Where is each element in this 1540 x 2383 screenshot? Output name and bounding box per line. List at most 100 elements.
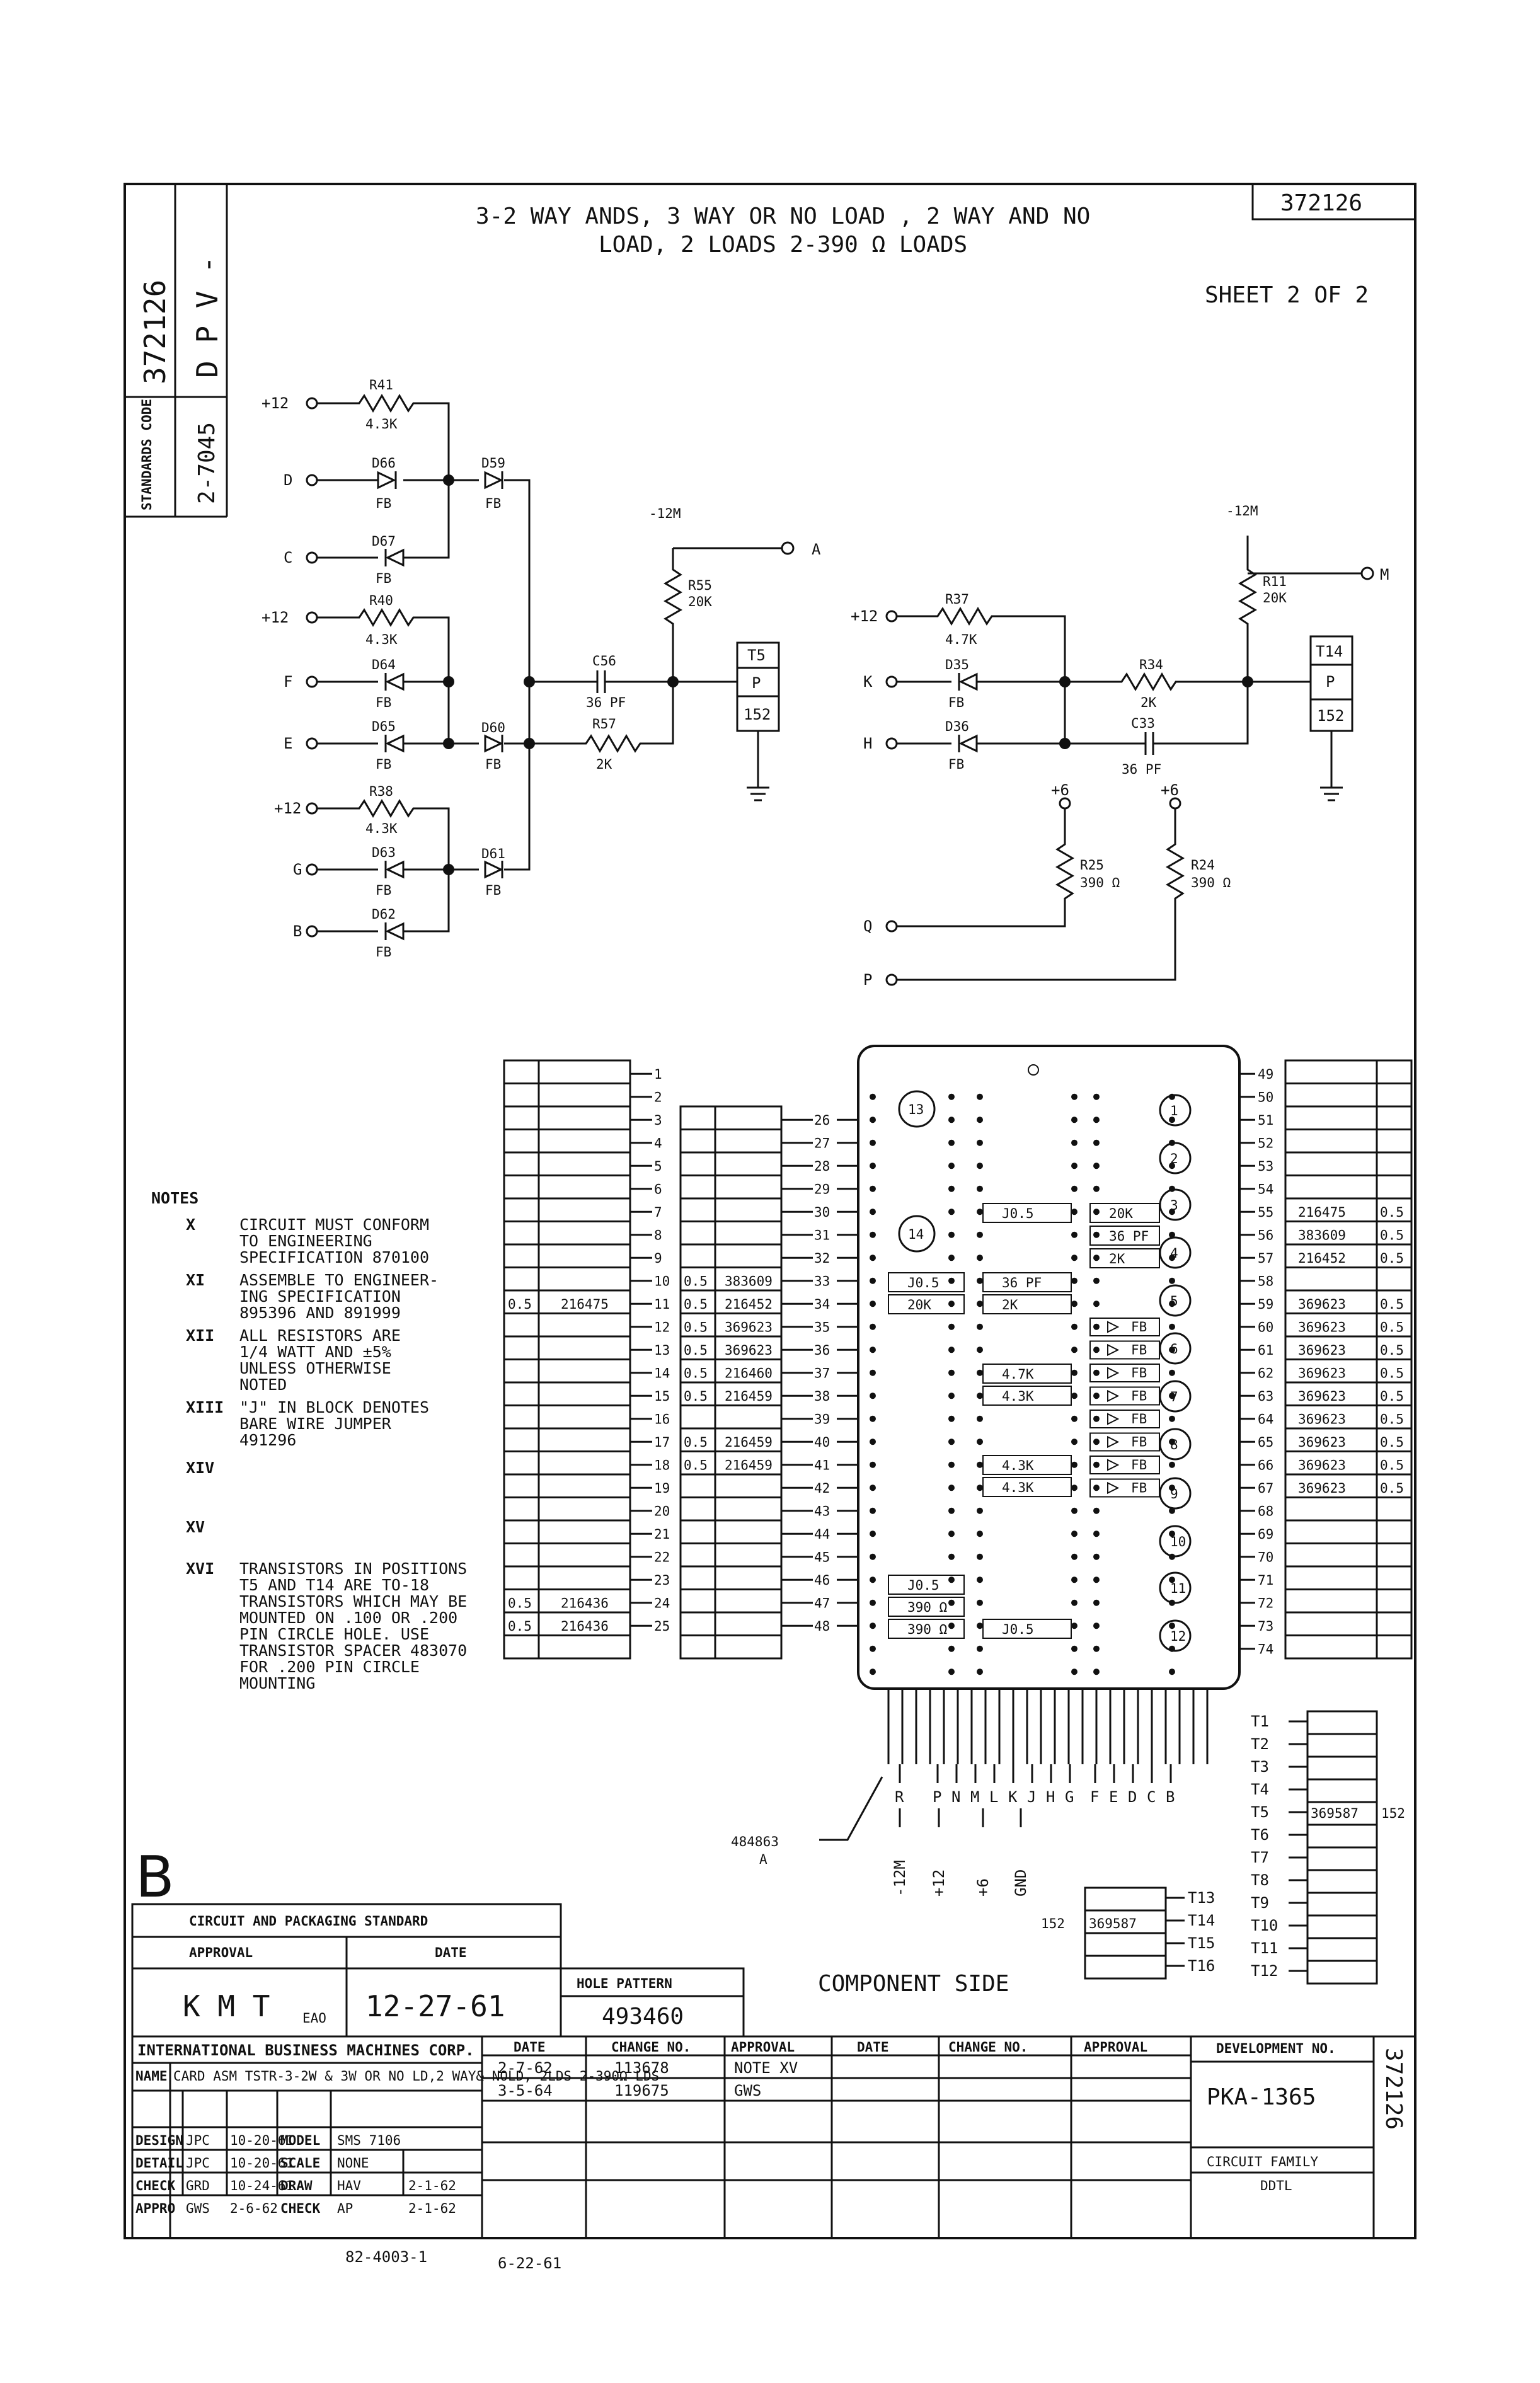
pin-label: 53 [1258,1159,1273,1174]
right-row-val: 0.5 [1380,1251,1404,1266]
card-hole [977,1231,983,1238]
t-label: T3 [1251,1758,1269,1776]
connector-pin-label: R [895,1788,904,1806]
d63-val: FB [376,883,391,898]
part-box [982,1477,1072,1497]
transistor-number: 10 [1170,1534,1186,1549]
transistor-number: 5 [1170,1294,1178,1309]
connector-pin-label: N [951,1788,960,1806]
pin-label: 42 [814,1481,830,1496]
note-number: X [186,1215,195,1234]
card-hole [1093,1185,1100,1192]
schematic-right [885,536,1374,986]
card-hole [1169,1392,1175,1399]
rev-header: CHANGE NO. [948,2040,1028,2055]
pin-label: 44 [814,1527,830,1542]
card-hole [1071,1369,1077,1376]
pin-label: 11 [654,1297,670,1312]
diode-box [1089,1432,1160,1452]
card-hole [1071,1347,1077,1353]
far-left-row-val: 0.5 [508,1297,532,1312]
card-hole [870,1117,876,1123]
d64-val: FB [376,695,391,710]
card-hole [870,1507,876,1514]
rev-header: DATE [514,2040,546,2055]
card-hole [948,1301,955,1307]
pin-label: 33 [814,1274,830,1289]
transistor-position [1159,1525,1192,1558]
pin-label: 19 [654,1481,670,1496]
card-hole [948,1622,955,1629]
r25-val: 390 Ω [1080,875,1120,890]
input-plus12-r: +12 [851,607,878,625]
notes-heading: NOTES [151,1189,198,1207]
note-line: NOTED [239,1375,287,1394]
card-hole [1093,1139,1100,1146]
card-hole [948,1415,955,1422]
pin-label: 2 [654,1090,662,1105]
card-hole [1071,1209,1077,1215]
card-hole [948,1507,955,1514]
part-box [982,1203,1072,1223]
d66-val: FB [376,496,391,511]
diode-box [1089,1410,1160,1428]
t-label: T7 [1251,1849,1269,1866]
signoff-role: DETAIL [135,2156,183,2171]
card-hole [977,1415,983,1422]
r57-ref: R57 [592,716,616,732]
card-hole [977,1277,983,1284]
rev-header: APPROVAL [1084,2040,1147,2055]
part-label: 2K [1002,1297,1018,1312]
card-hole [948,1576,955,1583]
input-q: Q [863,917,872,935]
part-label: 36 PF [1002,1275,1042,1290]
card-hole [948,1645,955,1652]
transistor-position [1159,1284,1192,1317]
card-hole [977,1645,983,1652]
card-hole [1169,1277,1175,1284]
t-label: T2 [1251,1735,1269,1753]
transistor-position [1159,1142,1192,1174]
right-row-part: 369623 [1298,1389,1346,1404]
left-row-val: 0.5 [684,1458,708,1473]
pin-label: 50 [1258,1090,1273,1105]
supply-label: +6 [974,1878,992,1897]
transistor-number: 12 [1170,1629,1186,1644]
card-hole [1169,1461,1175,1468]
t-label: T12 [1251,1962,1278,1980]
hole-pattern: 493460 [602,2004,684,2030]
pin-label: 51 [1258,1113,1273,1128]
pin-label: 26 [814,1113,830,1128]
card-hole [1093,1323,1100,1330]
diode-label: FB [1131,1343,1147,1358]
t14-num: 152 [1317,707,1344,725]
rev-approval: NOTE XV [734,2059,798,2077]
left-strip [125,184,228,518]
pin-label: 34 [814,1297,830,1312]
d65-ref: D65 [372,719,396,734]
r24-ref: R24 [1191,858,1215,873]
diode-label: FB [1131,1411,1147,1427]
r41-ref: R41 [369,377,393,393]
card-hole [870,1599,876,1606]
d64-ref: D64 [372,657,396,672]
card-hole [870,1163,876,1169]
right-row-val: 0.5 [1380,1412,1404,1427]
part-label: 4.3K [1002,1480,1034,1495]
note-line: 1/4 WATT AND ±5% [239,1343,391,1361]
pin-label: 40 [814,1435,830,1450]
left-row-val: 0.5 [684,1274,708,1289]
card-hole [948,1163,955,1169]
right-row-part: 369623 [1298,1435,1346,1450]
card-hole [870,1438,876,1445]
left-row-part: 383609 [725,1274,773,1289]
transistor-number: 14 [908,1227,924,1242]
r38-val: 4.3K [365,821,398,836]
pin-label: 7 [654,1205,662,1220]
transistor-number: 4 [1170,1246,1178,1261]
part-box [1089,1226,1160,1246]
card-hole [1071,1255,1077,1261]
right-row-val: 0.5 [1380,1228,1404,1243]
note-line: ASSEMBLE TO ENGINEER- [239,1271,439,1289]
right-row-part: 369623 [1298,1412,1346,1427]
